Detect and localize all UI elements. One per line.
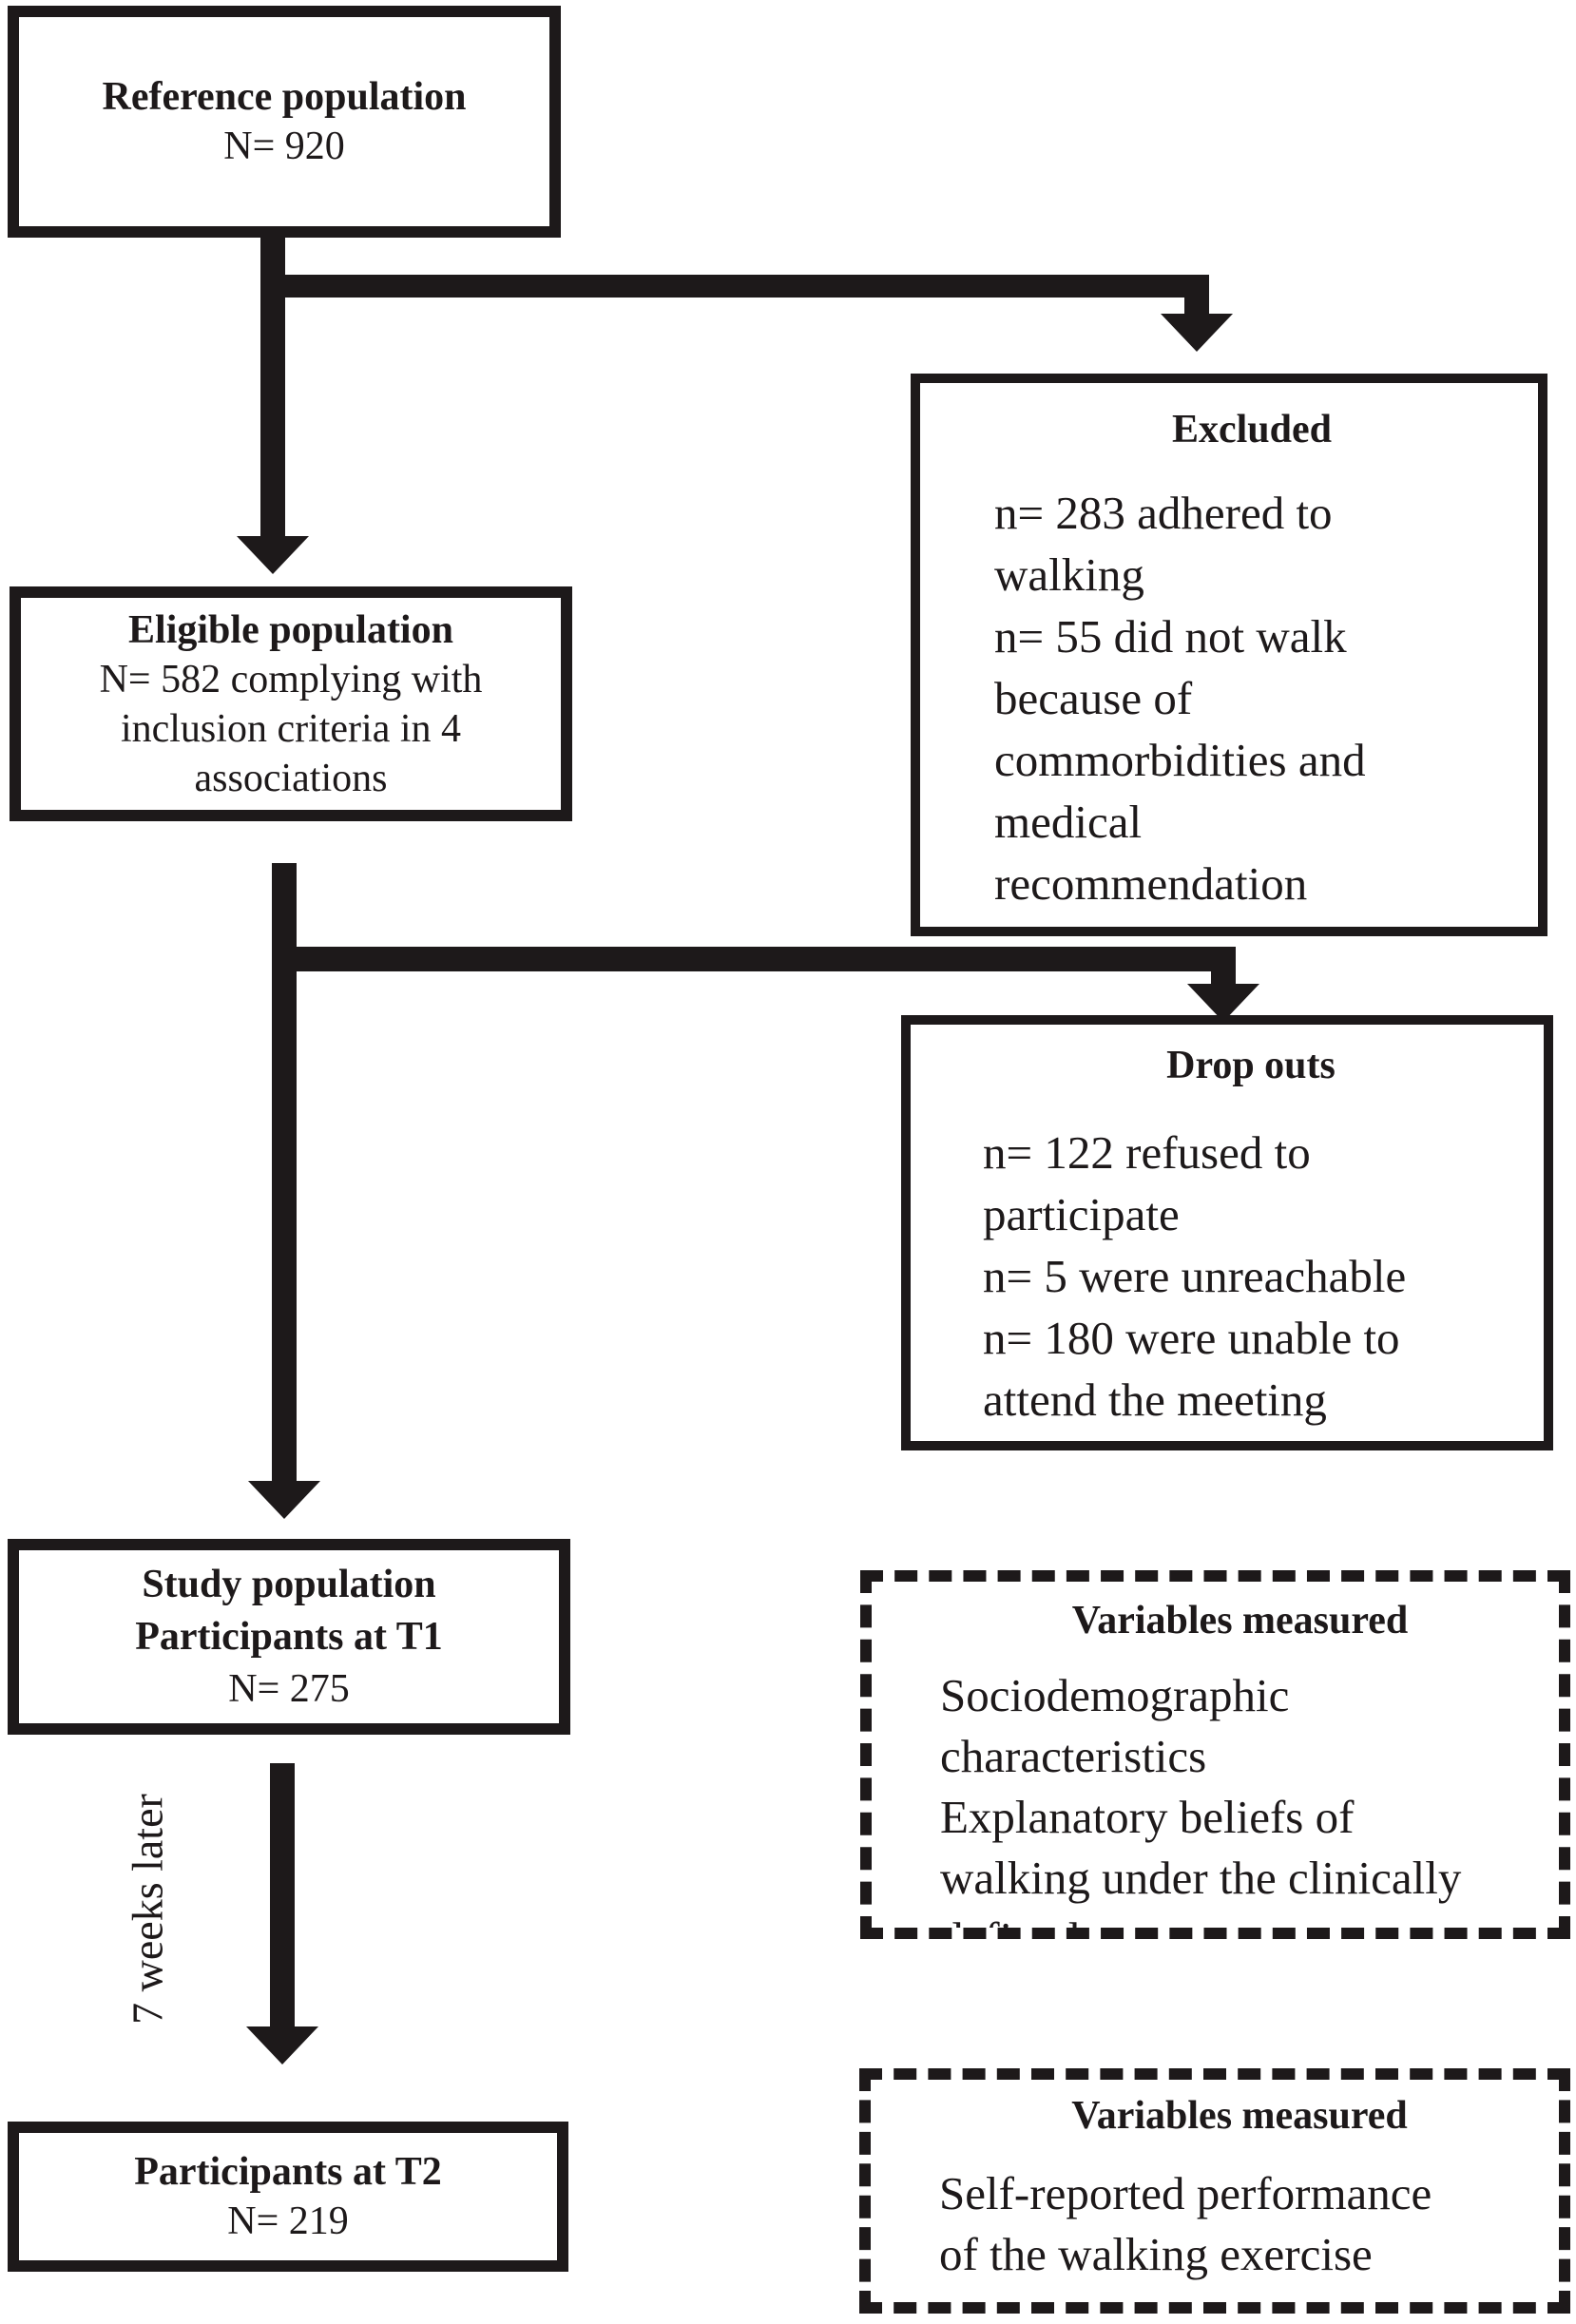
variables-measured-t1-box: Variables measured Sociodemographic char… bbox=[860, 1570, 1570, 1939]
variables-measured-t1-body: Sociodemographic characteristics Explana… bbox=[940, 1669, 1462, 1939]
variables-measured-t2-body: Self-reported performance of the walking… bbox=[939, 2167, 1432, 2280]
variables-measured-t1-title: Variables measured bbox=[1071, 1599, 1409, 1642]
eligible-population-box: Eligible population N= 582 complying wit… bbox=[10, 586, 572, 821]
dropouts-title: Drop outs bbox=[1166, 1044, 1336, 1087]
eligible-population-body: N= 582 complying with inclusion criteria… bbox=[99, 657, 483, 800]
reference-population-content: Reference population N= 920 bbox=[19, 17, 549, 226]
arrowhead-down-icon bbox=[246, 2026, 318, 2065]
arrowhead-down-icon bbox=[1161, 314, 1233, 352]
excluded-box: Excluded n= 283 adhered to walking n= 55… bbox=[911, 374, 1547, 936]
interval-label: 7 weeks later bbox=[123, 1794, 172, 2025]
reference-population-box: Reference population N= 920 bbox=[8, 6, 561, 238]
participants-t2-box: Participants at T2 N= 219 bbox=[8, 2122, 568, 2272]
reference-population-title: Reference population bbox=[102, 75, 467, 119]
dropouts-body: n= 122 refused to participate n= 5 were … bbox=[983, 1126, 1407, 1426]
study-population-title: Study population Participants at T1 bbox=[135, 1562, 443, 1659]
eligible-population-content: Eligible population N= 582 complying wit… bbox=[21, 598, 561, 810]
arrowhead-down-icon bbox=[237, 536, 309, 574]
excluded-title: Excluded bbox=[1171, 408, 1333, 451]
study-population-count: N= 275 bbox=[228, 1666, 350, 1711]
excluded-body: n= 283 adhered to walking n= 55 did not … bbox=[994, 487, 1366, 910]
variables-measured-t2-title: Variables measured bbox=[1071, 2094, 1408, 2138]
participants-t2-content: Participants at T2 N= 219 bbox=[19, 2133, 557, 2260]
eligible-population-title: Eligible population bbox=[128, 607, 453, 652]
arrowhead-down-icon bbox=[248, 1481, 320, 1519]
study-population-content: Study population Participants at T1 N= 2… bbox=[19, 1550, 559, 1723]
variables-measured-t2-box: Variables measured Self-reported perform… bbox=[859, 2068, 1570, 2314]
participants-t2-count: N= 219 bbox=[227, 2199, 349, 2243]
reference-population-count: N= 920 bbox=[223, 125, 345, 168]
study-population-box: Study population Participants at T1 N= 2… bbox=[8, 1539, 570, 1735]
dropouts-box: Drop outs n= 122 refused to participate … bbox=[901, 1015, 1553, 1450]
participants-t2-title: Participants at T2 bbox=[134, 2150, 442, 2194]
